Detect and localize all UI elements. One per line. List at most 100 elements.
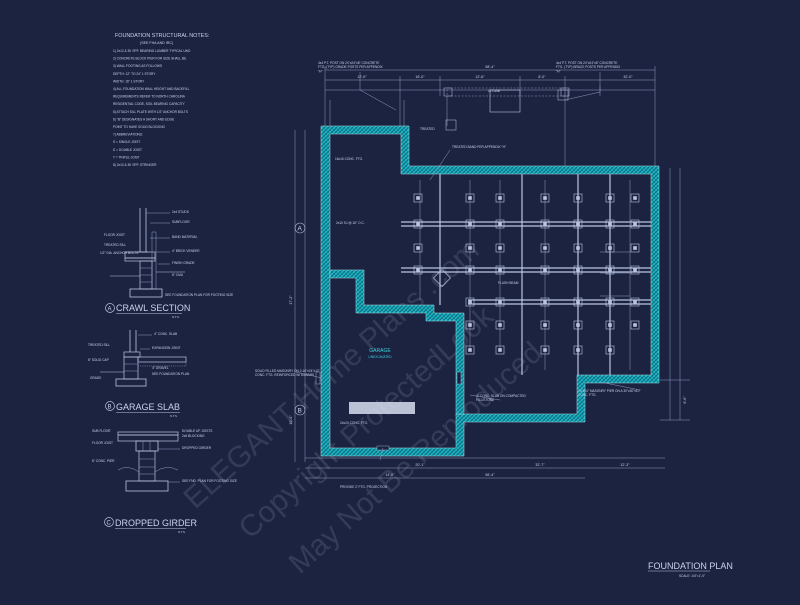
detail-dropped-girder: SUB FLOOR FLOOR JOIST DOUBLE UP JOISTS 2…	[92, 429, 237, 534]
concrete-pier	[495, 345, 505, 355]
note-line: S = SINGLE JOIST	[113, 140, 140, 144]
crawl-label-7: 4" BRICK VENEER	[172, 249, 200, 253]
pier-core	[608, 300, 612, 304]
concrete-pier	[465, 193, 475, 203]
pier-core	[416, 268, 420, 272]
note-line: 5) ATTACH SILL PLATE WITH 1/2" ANCHOR BO…	[113, 110, 188, 114]
pier-core	[576, 348, 580, 352]
pier-core	[543, 348, 547, 352]
pier-core	[543, 222, 547, 226]
concrete-pier	[630, 219, 640, 229]
girder-lines	[401, 174, 651, 375]
note-line: 3) WALL FOOTING AS FOLLOWS	[113, 64, 162, 68]
pier-core	[543, 300, 547, 304]
concrete-pier	[573, 193, 583, 203]
concrete-pier	[540, 297, 550, 307]
note-line: POINT TO HAVE SOLID BLOCKING	[113, 125, 166, 129]
concrete-pier	[605, 297, 615, 307]
front-stoop	[443, 87, 570, 166]
note-line: REQUIREMENTS REFER TO NORTH CAROLINA	[113, 95, 186, 99]
concrete-pier	[465, 243, 475, 253]
callout-leaders	[295, 72, 641, 461]
dimension-label: 17'-2"	[289, 295, 293, 305]
crawl-label-2: SUBFLOOR	[172, 220, 190, 224]
dimension-label: 12'-6"	[475, 75, 485, 79]
dimension-label: 12'-0"	[357, 75, 367, 79]
garage-label-5: GRADE	[90, 376, 101, 380]
pier-core	[633, 196, 637, 200]
plan-callout: 16x16 CONC. FTG.	[335, 157, 363, 161]
pier-core	[498, 300, 502, 304]
concrete-pier	[495, 320, 505, 330]
note-line: T = TRIPLE JOIST	[113, 155, 140, 159]
pier-core	[468, 323, 472, 327]
dimension-label: 10'-4"	[289, 415, 293, 425]
concrete-pier	[605, 265, 615, 275]
drawing-title: FOUNDATION PLAN	[648, 561, 733, 571]
concrete-pier	[540, 219, 550, 229]
piers	[413, 193, 640, 355]
concrete-pier	[540, 265, 550, 275]
pier-core	[608, 246, 612, 250]
crawl-label-1: 2x4 STUDS	[172, 210, 189, 214]
concrete-pier	[573, 345, 583, 355]
crawl-detail-scale: N.T.S.	[172, 315, 180, 319]
pier-core	[498, 323, 502, 327]
garage-title: GARAGE	[369, 348, 391, 354]
pier-core	[633, 300, 637, 304]
garage-label-1: TREATED SILL	[88, 343, 110, 347]
concrete-pier	[605, 320, 615, 330]
concrete-pier	[630, 243, 640, 253]
crawl-label-5: BAND MATERIAL	[172, 235, 198, 239]
concrete-pier	[630, 320, 640, 330]
girder-detail-number: C	[107, 521, 112, 527]
girder-label-5: DROPPED GIRDER	[182, 446, 212, 450]
grid-bubble-b	[294, 404, 306, 416]
pier-core	[498, 246, 502, 250]
note-line: RESIDENTIAL CODE, SOIL BEARING CAPACITY	[113, 102, 185, 106]
girder-label-7: SEE FND. PLAN FOR FOOTING SIZE	[182, 479, 237, 483]
pier-core	[416, 196, 420, 200]
concrete-pier	[495, 243, 505, 253]
concrete-pier	[465, 345, 475, 355]
crawl-detail-title: CRAWL SECTION	[116, 303, 190, 313]
pier-core	[608, 222, 612, 226]
pier-core	[543, 323, 547, 327]
pier-core	[498, 196, 502, 200]
girder-label-2: FLOOR JOIST	[92, 441, 113, 445]
pier-core	[576, 300, 580, 304]
concrete-pier	[630, 297, 640, 307]
pier-core	[608, 268, 612, 272]
pier-core	[543, 246, 547, 250]
dimension-label: 16'-0"	[415, 75, 425, 79]
crawl-label-10: SEE FOUNDATION PLAN FOR FOOTING SIZE	[165, 293, 233, 297]
pier-core	[468, 246, 472, 250]
concrete-pier	[465, 265, 475, 275]
joist-arrows	[419, 180, 631, 370]
dimension-label: 20'-1"	[415, 463, 425, 467]
dimension-label: 8'-0"	[538, 75, 546, 79]
dimension-label: 56'-4"	[485, 473, 495, 477]
concrete-pier	[495, 265, 505, 275]
girder-label-4: 2x6 BLOCKING	[182, 434, 205, 438]
concrete-pier	[630, 193, 640, 203]
concrete-pier	[573, 265, 583, 275]
dimension-label: 58'-4"	[485, 65, 495, 69]
girder-detail-scale: N.T.S.	[178, 530, 186, 534]
plan-callout: FLUSH BEAM	[498, 281, 519, 285]
pier-core	[543, 268, 547, 272]
diagonal-pier	[433, 269, 451, 287]
plan-callout: 2x10 SJ @ 16" O.C.	[336, 221, 365, 225]
concrete-pier	[413, 265, 423, 275]
dimension-text: 58'-4"12'-0"16'-0"12'-6"8'-0"32'-0"17'-2…	[289, 65, 687, 477]
crawl-label-9: 8" CMU	[172, 273, 184, 277]
pier-core	[608, 196, 612, 200]
garage-label-4: 8" SOLID CAP	[88, 358, 109, 362]
pier-core	[576, 222, 580, 226]
pier-core	[468, 268, 472, 272]
